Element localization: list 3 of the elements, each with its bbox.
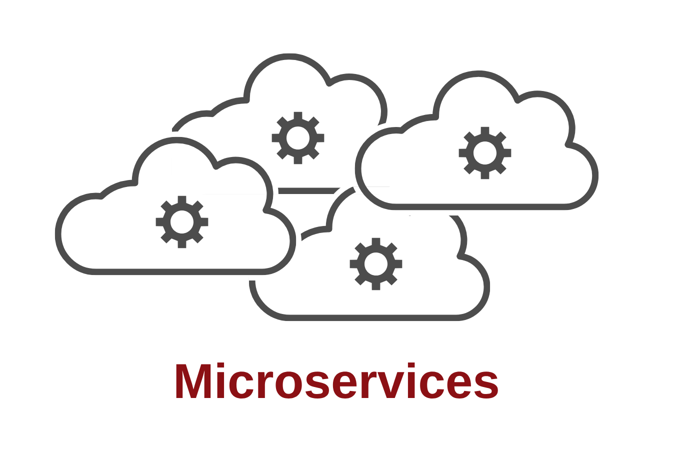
cloud bbox=[54, 136, 296, 276]
title: Microservices bbox=[176, 362, 498, 398]
cloud bbox=[354, 70, 599, 210]
